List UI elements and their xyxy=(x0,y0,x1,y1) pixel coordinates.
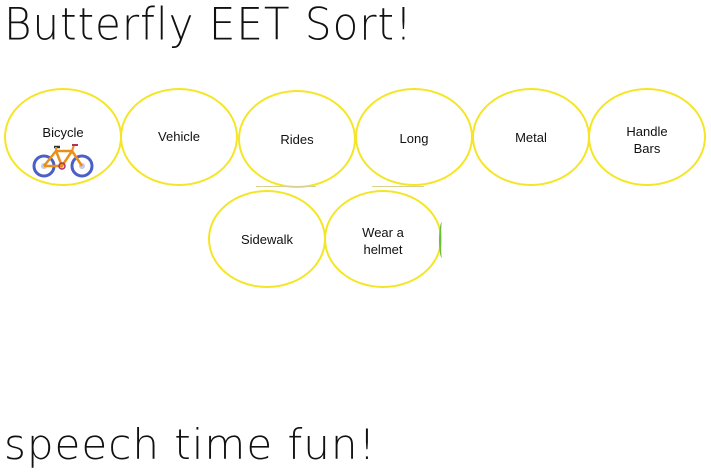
oval-sidewalk[interactable]: Sidewalk xyxy=(208,190,326,288)
oval-label: Sidewalk xyxy=(240,231,294,247)
oval-handle-bars[interactable]: Handle Bars xyxy=(588,88,706,186)
oval-label: Long xyxy=(399,131,429,146)
page-footer: speech time fun! xyxy=(4,420,377,469)
oval-long[interactable]: Long xyxy=(355,88,473,186)
divider xyxy=(256,186,316,187)
oval-wear-a-helmet[interactable]: Wear a helmet xyxy=(324,190,442,288)
oval-rides[interactable]: Rides xyxy=(238,90,356,188)
oval-label: Wear a helmet xyxy=(362,225,404,257)
bicycle-icon xyxy=(32,144,94,178)
partial-shape xyxy=(439,222,445,258)
oval-label: Rides xyxy=(280,131,314,147)
divider xyxy=(372,186,424,187)
oval-label: Handle Bars xyxy=(626,124,668,156)
oval-bicycle[interactable]: Bicycle xyxy=(4,88,122,186)
oval-label: Vehicle xyxy=(158,129,200,144)
oval-label: Bicycle xyxy=(42,125,84,140)
page-title: Butterfly EET Sort! xyxy=(4,0,413,51)
oval-vehicle[interactable]: Vehicle xyxy=(120,88,238,186)
oval-label: Metal xyxy=(515,129,547,145)
oval-metal[interactable]: Metal xyxy=(472,88,590,186)
